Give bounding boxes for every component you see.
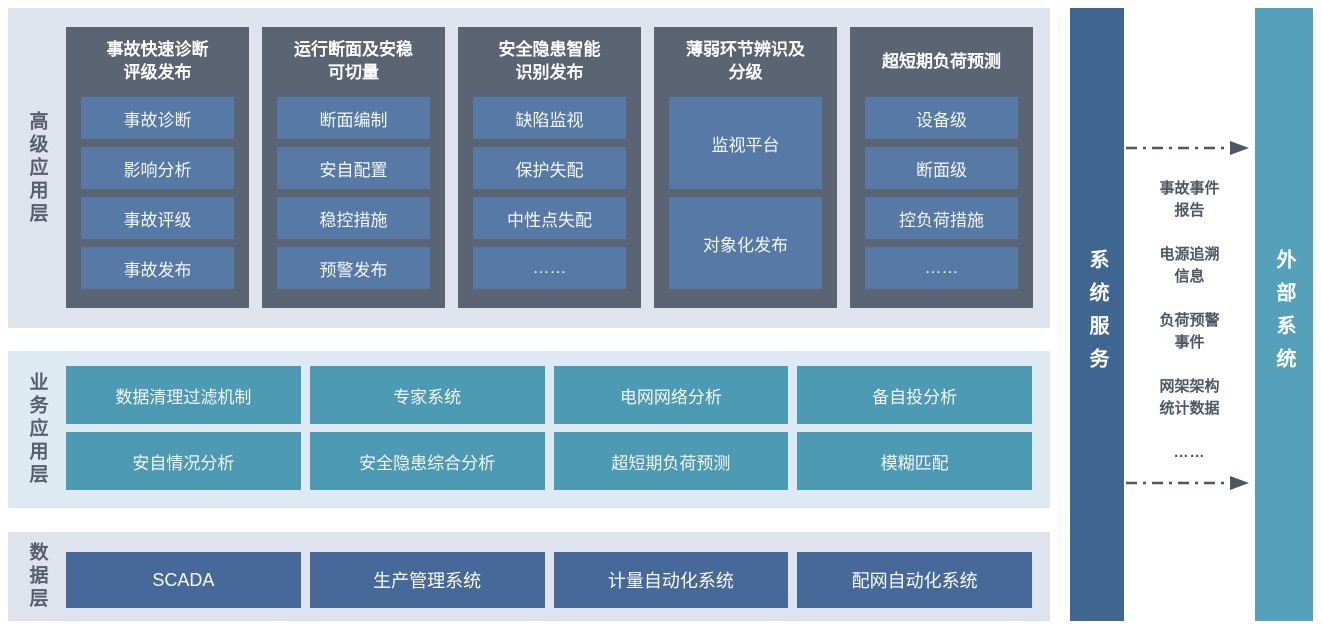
layer-label-gutter: 数据层 [8,532,66,621]
exchange-item-ellipsis: …… [1173,444,1206,461]
external-system-label: 外部系统 [1273,248,1295,381]
module-card-items: 缺陷监视 保护失配 中性点失配 …… [458,97,641,308]
module-item-ellipsis: …… [473,247,626,289]
exchange-item: 负荷预警 事件 [1159,312,1220,351]
exchange-item-list: 事故事件 报告 电源追溯 信息 负荷预警 事件 网架架构 统计数据 …… [1124,178,1255,464]
system-service-bar: 系统服务 [1070,8,1124,621]
data-layer-panel: 数据层 SCADA 生产管理系统 计量自动化系统 配网自动化系统 [8,532,1050,621]
advanced-layer-label: 高级应用层 [26,110,48,226]
module-card-title: 安全隐患智能 识别发布 [498,40,601,82]
module-card-title: 运行断面及安稳 可切量 [294,40,413,82]
layer-label-gutter: 高级应用层 [8,8,66,328]
module-item: 缺陷监视 [473,97,626,139]
business-box: 专家系统 [309,366,545,424]
module-card-items: 事故诊断 影响分析 事故评级 事故发布 [66,97,249,308]
module-item: 控负荷措施 [865,197,1018,239]
module-columns: 事故快速诊断 评级发布 事故诊断 影响分析 事故评级 事故发布 运行断面及安稳 … [66,8,1050,328]
data-exchange-column: 事故事件 报告 电源追溯 信息 负荷预警 事件 网架架构 统计数据 …… [1124,8,1255,621]
module-card-operation-section: 运行断面及安稳 可切量 断面编制 安自配置 稳控措施 预警发布 [262,27,445,308]
data-source-box: SCADA [66,552,301,608]
data-source-box: 计量自动化系统 [553,552,789,608]
flow-arrow-right-icon [1126,141,1249,155]
flow-arrow-right-icon [1126,476,1249,490]
data-source-box: 配网自动化系统 [797,552,1032,608]
exchange-item: 电源追溯 信息 [1159,246,1220,285]
data-grid: SCADA 生产管理系统 计量自动化系统 配网自动化系统 [66,532,1050,621]
module-item: 对象化发布 [669,197,822,289]
business-grid: 数据清理过滤机制 专家系统 电网网络分析 备自投分析 安自情况分析 安全隐患综合… [66,351,1050,508]
module-item: 保护失配 [473,147,626,189]
module-item-ellipsis: …… [865,247,1018,289]
module-card-accident-diagnosis: 事故快速诊断 评级发布 事故诊断 影响分析 事故评级 事故发布 [66,27,249,308]
module-card-weak-link: 薄弱环节辨识及 分级 监视平台 对象化发布 [654,27,837,308]
exchange-item: 网架架构 统计数据 [1159,378,1220,417]
business-box: 数据清理过滤机制 [66,366,301,424]
module-item: 断面级 [865,147,1018,189]
external-system-bar: 外部系统 [1255,8,1313,621]
layer-label-gutter: 业务应用层 [8,351,66,508]
module-card-title: 超短期负荷预测 [882,51,1001,71]
module-card-items: 监视平台 对象化发布 [654,97,837,308]
business-box: 超短期负荷预测 [553,432,789,490]
module-card-items: 断面编制 安自配置 稳控措施 预警发布 [262,97,445,308]
business-box: 电网网络分析 [553,366,789,424]
system-service-label: 系统服务 [1086,248,1108,381]
module-item: 事故发布 [81,247,234,289]
business-box: 模糊匹配 [797,432,1032,490]
module-item: 事故诊断 [81,97,234,139]
module-item: 断面编制 [277,97,430,139]
module-item: 预警发布 [277,247,430,289]
advanced-application-layer-panel: 高级应用层 事故快速诊断 评级发布 事故诊断 影响分析 事故评级 事故发布 运行… [8,8,1050,328]
business-layer-label: 业务应用层 [26,372,48,487]
module-item: 稳控措施 [277,197,430,239]
module-item: 监视平台 [669,97,822,189]
module-item: 中性点失配 [473,197,626,239]
module-card-items: 设备级 断面级 控负荷措施 …… [850,97,1033,308]
module-item: 安自配置 [277,147,430,189]
module-card-title: 薄弱环节辨识及 分级 [686,40,805,82]
business-application-layer-panel: 业务应用层 数据清理过滤机制 专家系统 电网网络分析 备自投分析 安自情况分析 … [8,351,1050,508]
data-source-box: 生产管理系统 [309,552,545,608]
business-box: 备自投分析 [797,366,1032,424]
module-item: 事故评级 [81,197,234,239]
data-layer-label: 数据层 [26,542,48,611]
module-card-title: 事故快速诊断 评级发布 [106,40,209,82]
module-card-hidden-danger: 安全隐患智能 识别发布 缺陷监视 保护失配 中性点失配 …… [458,27,641,308]
module-item: 影响分析 [81,147,234,189]
module-card-load-forecast: 超短期负荷预测 设备级 断面级 控负荷措施 …… [850,27,1033,308]
business-box: 安自情况分析 [66,432,301,490]
business-box: 安全隐患综合分析 [309,432,545,490]
exchange-item: 事故事件 报告 [1159,180,1220,219]
module-item: 设备级 [865,97,1018,139]
